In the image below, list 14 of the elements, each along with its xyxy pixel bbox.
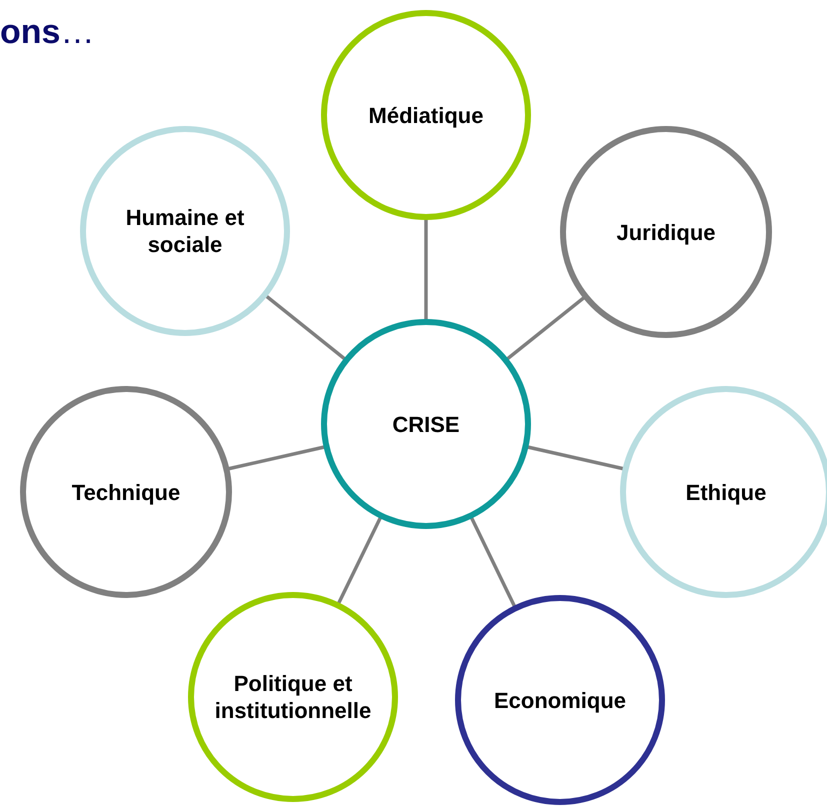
node-label: Economique: [494, 686, 626, 714]
connector-line: [505, 296, 586, 362]
node-label: Humaine et sociale: [124, 204, 246, 258]
connector-line: [264, 294, 347, 361]
node-label: CRISE: [392, 410, 460, 438]
node-label: Juridique: [616, 218, 716, 246]
title: ons…: [0, 12, 94, 52]
node-label: Ethique: [686, 478, 766, 506]
connector-line: [424, 218, 428, 321]
node-label: Politique et institutionnelle: [214, 670, 372, 724]
connector-line: [469, 516, 517, 608]
node-label: Technique: [72, 478, 180, 506]
connector-line: [336, 516, 382, 606]
node-label: Médiatique: [368, 102, 484, 128]
